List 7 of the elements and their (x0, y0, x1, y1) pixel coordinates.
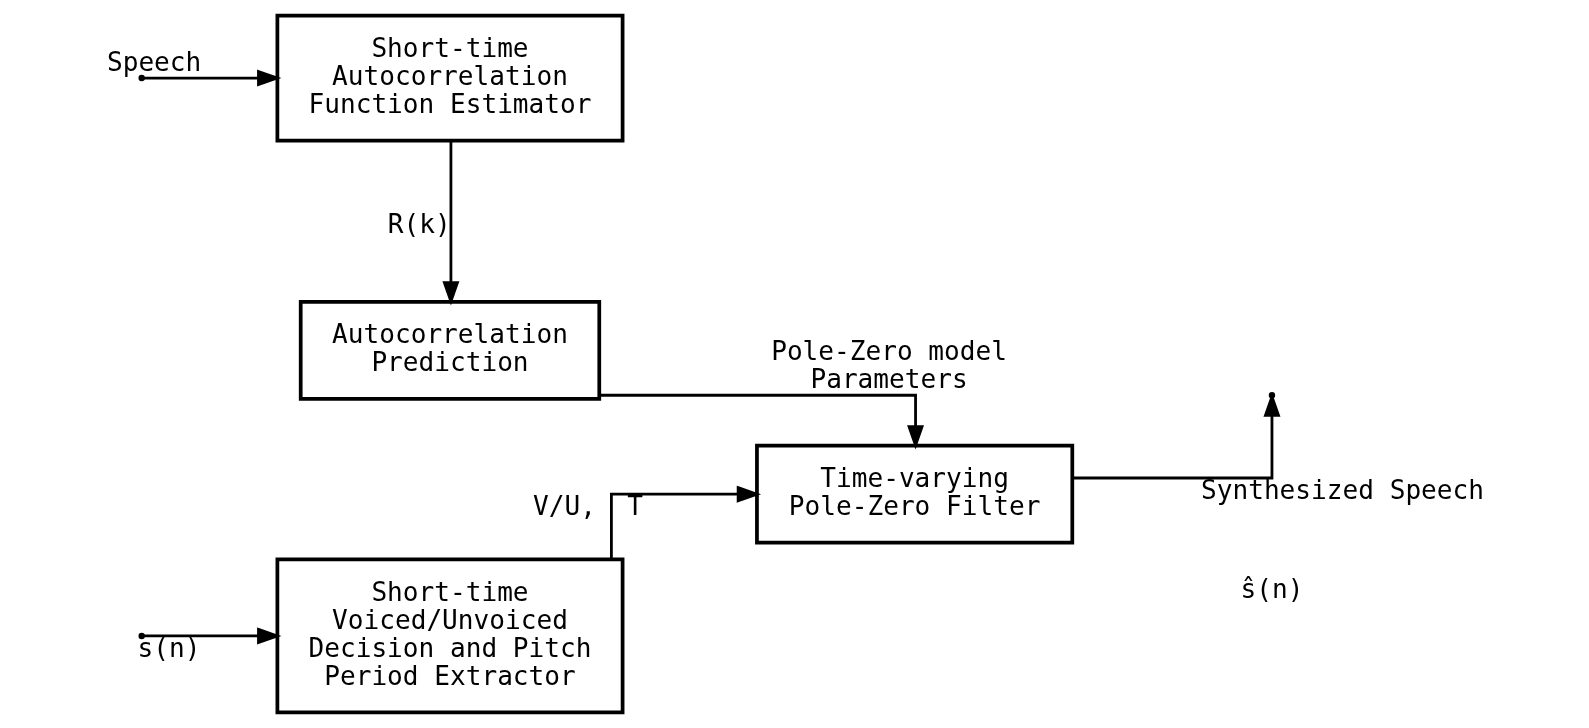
label: ŝ(n) (1240, 574, 1304, 605)
edge-label: s(n) (137, 632, 201, 663)
edge-label: Synthesized Speech (1201, 474, 1484, 505)
edge-label: Pole-Zero model Parameters (771, 336, 1007, 395)
edge-label: V/U, T (533, 491, 644, 522)
edge-label: Speech (106, 46, 202, 77)
edge-label: R(k) (387, 208, 451, 239)
